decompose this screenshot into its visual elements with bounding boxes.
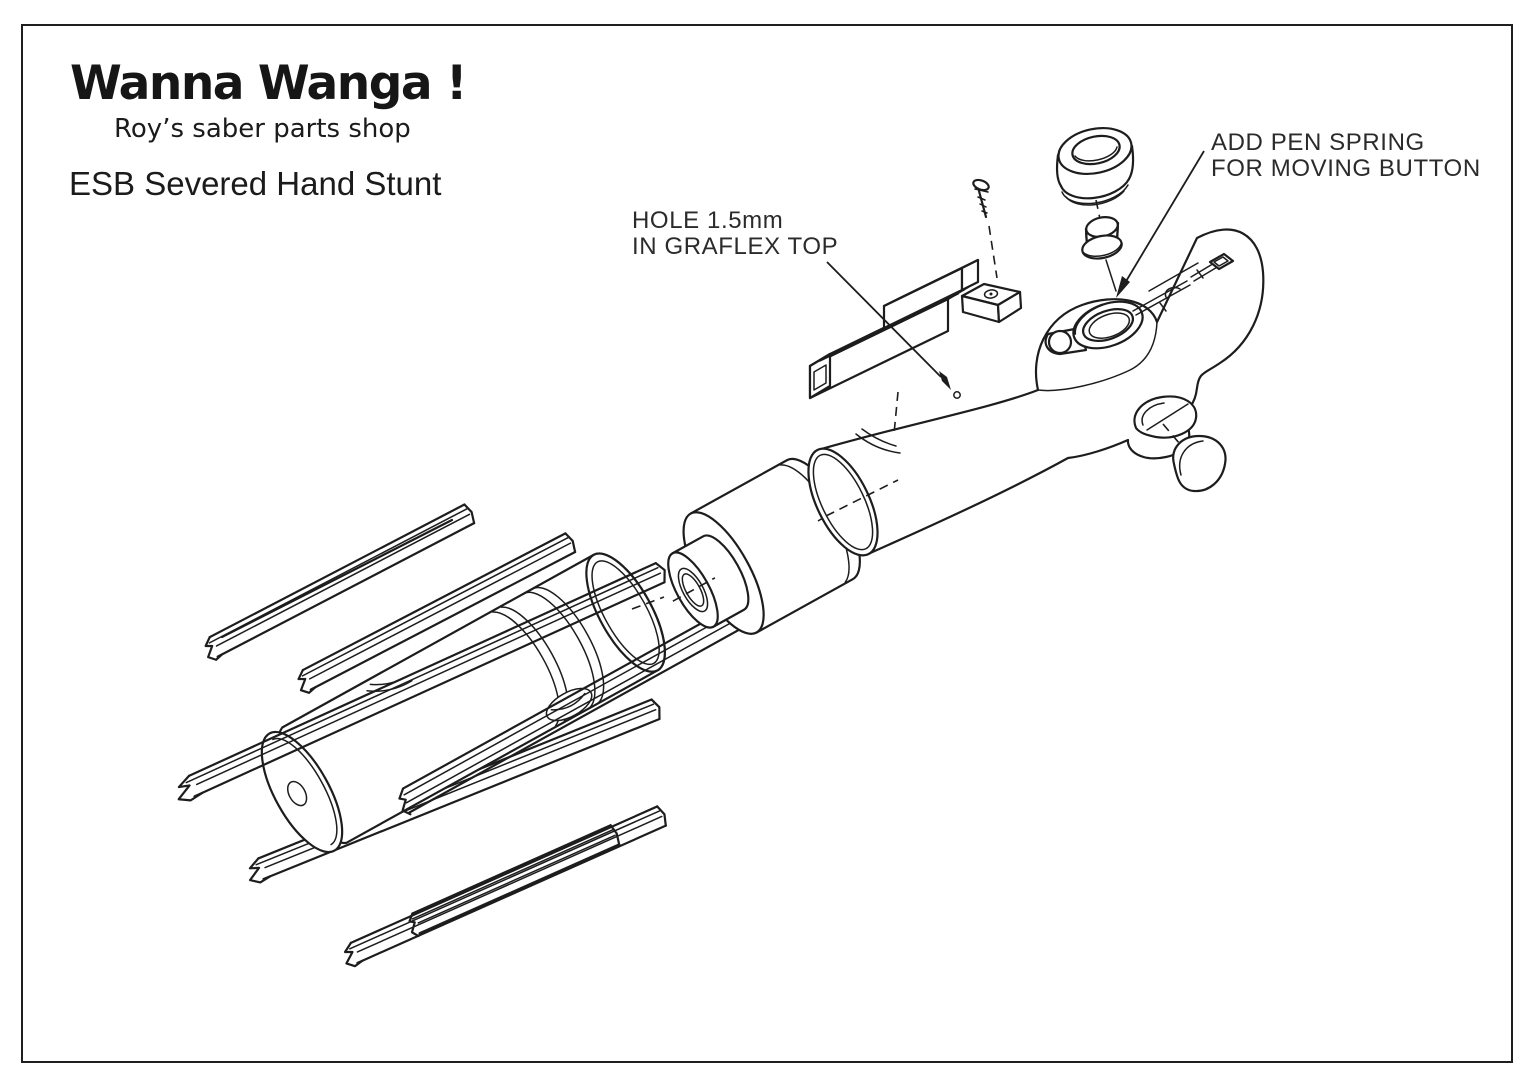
annotation-pen-spring-line2: FOR MOVING BUTTON (1211, 155, 1481, 182)
annotation-pen-spring: ADD PEN SPRING FOR MOVING BUTTON (1211, 130, 1481, 182)
annotation-pen-spring-line1: ADD PEN SPRING (1211, 129, 1425, 156)
bar-alignment-line (893, 391, 899, 435)
t-track-rail (199, 502, 479, 664)
clamp-ring (1072, 300, 1144, 350)
brand-tagline: Roy’s saber parts shop (114, 114, 411, 144)
button-centerline (1095, 199, 1101, 220)
hole-leader-line (826, 261, 961, 399)
plunger-alignment-line (1105, 259, 1117, 292)
screw (972, 178, 990, 219)
square-hole (1208, 252, 1235, 271)
annotation-hole-line2: IN GRAFLEX TOP (632, 233, 839, 260)
mounted-t-track (398, 593, 762, 816)
t-track-rail (338, 803, 671, 971)
sheet-border (21, 24, 1513, 1063)
end-disc-hole (286, 780, 308, 807)
clamp-bar (808, 258, 980, 400)
drawing-title: ESB Severed Hand Stunt (69, 165, 442, 202)
pen-spring-leader-line (1116, 150, 1205, 298)
teardrop-hole (1133, 395, 1198, 439)
centerline (631, 596, 665, 610)
screw-centerline (988, 225, 998, 279)
annotation-hole-line1: HOLE 1.5mm (632, 207, 784, 234)
graflex-top-tube (807, 228, 1265, 557)
button-cap (1162, 423, 1227, 493)
glass-eye-button (1055, 127, 1135, 206)
t-nut-block (960, 282, 1023, 324)
pen-button-plunger (1081, 216, 1123, 260)
annotation-hole: HOLE 1.5mm IN GRAFLEX TOP (632, 208, 838, 260)
brand-logo: Wanna Wanga ! (70, 56, 467, 111)
